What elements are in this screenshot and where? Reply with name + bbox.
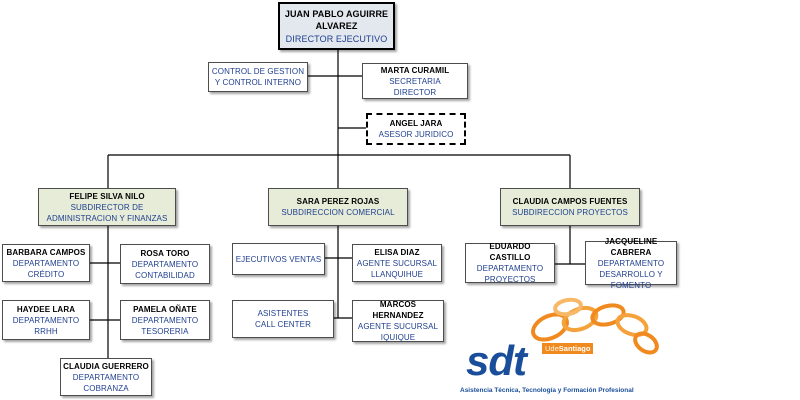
org-node-call-center: ASISTENTES CALL CENTER xyxy=(232,300,334,338)
node-role: DEPARTAMENTO xyxy=(12,258,80,268)
node-role: DIRECTOR EJECUTIVO xyxy=(285,33,388,44)
logo-tag: UdeSantiago xyxy=(542,343,594,354)
node-name: ELISA DIAZ xyxy=(374,247,420,257)
org-node-credito: BARBARA CAMPOS DEPARTAMENTO CRÉDITO xyxy=(2,244,90,282)
org-node-subdirector-admin: FELIPE SILVA NILO SUBDIRECTOR DE ADMINIS… xyxy=(38,188,176,226)
node-role: CONTROL DE GESTION xyxy=(211,67,305,76)
node-role: TESORERIA xyxy=(141,326,189,336)
node-role: SECRETARIA xyxy=(389,76,441,86)
org-node-subdireccion-proyectos: CLAUDIA CAMPOS FUENTES SUBDIRECCION PROY… xyxy=(500,188,640,226)
node-role: DEPARTAMENTO xyxy=(72,372,140,382)
node-name: CLAUDIA GUERRERO xyxy=(63,361,149,371)
node-role: DESARROLLO Y xyxy=(599,269,663,279)
org-node-director: JUAN PABLO AGUIRRE ALVAREZ DIRECTOR EJEC… xyxy=(278,2,395,50)
node-role: RRHH xyxy=(34,326,58,336)
node-name: JACQUELINE CABRERA xyxy=(604,236,658,257)
node-name: CLAUDIA CAMPOS FUENTES xyxy=(512,197,628,206)
org-node-proyectos-dept: EDUARDO CASTILLO DEPARTAMENTO PROYECTOS xyxy=(465,242,555,284)
node-role: DEPARTAMENTO xyxy=(476,264,544,273)
org-node-cobranza: CLAUDIA GUERRERO DEPARTAMENTO COBRANZA xyxy=(60,358,152,396)
node-role: AGENTE SUCURSAL xyxy=(356,258,438,268)
node-role: DEPARTAMENTO xyxy=(597,258,665,268)
logo-caption: Asistencia Técnica, Tecnología y Formaci… xyxy=(460,387,634,394)
node-role: DIRECTOR xyxy=(393,87,437,97)
logo-tag-b: Santiago xyxy=(558,344,591,353)
org-node-iquique: MARCOS HERNANDEZ AGENTE SUCURSAL IQUIQUE xyxy=(352,300,444,342)
node-role: DEPARTAMENTO xyxy=(12,315,80,325)
node-role: SUBDIRECCION COMERCIAL xyxy=(281,208,395,217)
logo-wordmark: sdt xyxy=(466,337,527,384)
org-node-secretaria: MARTA CURAMIL SECRETARIA DIRECTOR xyxy=(362,63,468,99)
node-name: PAMELA OÑATE xyxy=(133,304,197,314)
org-node-llanquihue: ELISA DIAZ AGENTE SUCURSAL LLANQUIHUE xyxy=(352,244,442,282)
node-name: FELIPE SILVA NILO xyxy=(69,191,145,201)
org-node-desarrollo-fomento: JACQUELINE CABRERA DEPARTAMENTO DESARROL… xyxy=(585,237,677,290)
node-role: SUBDIRECTOR DE xyxy=(70,202,144,212)
org-node-control-gestion: CONTROL DE GESTION Y CONTROL INTERNO xyxy=(208,62,308,92)
node-role: DEPARTAMENTO xyxy=(131,259,199,269)
node-name: MARTA CURAMIL xyxy=(380,65,450,75)
node-name: ROSA TORO xyxy=(140,248,190,258)
node-name: EDUARDO CASTILLO xyxy=(489,242,531,262)
logo-tag-a: Ude xyxy=(545,344,559,353)
sdt-logo: sdt UdeSantiago Asistencia Técnica, Tecn… xyxy=(460,295,660,400)
node-name: ANGEL JARA xyxy=(389,119,443,128)
node-name: BARBARA CAMPOS xyxy=(6,247,86,257)
node-name: HAYDEE LARA xyxy=(16,304,76,314)
node-role: CALL CENTER xyxy=(255,320,311,329)
node-role: ADMINISTRACION Y FINANZAS xyxy=(46,213,168,223)
org-node-contabilidad: ROSA TORO DEPARTAMENTO CONTABILIDAD xyxy=(120,244,210,284)
node-role: FOMENTO xyxy=(610,280,652,290)
node-role: COBRANZA xyxy=(83,383,129,393)
node-role: SUBDIRECCION PROYECTOS xyxy=(512,208,628,217)
node-role: LLANQUIHUE xyxy=(370,269,424,279)
org-node-subdireccion-comercial: SARA PEREZ ROJAS SUBDIRECCION COMERCIAL xyxy=(268,188,408,226)
node-role: IQUIQUE xyxy=(380,333,416,342)
org-node-tesoreria: PAMELA OÑATE DEPARTAMENTO TESORERIA xyxy=(120,300,210,340)
node-role: AGENTE SUCURSAL xyxy=(357,322,439,331)
node-role: CONTABILIDAD xyxy=(135,270,195,280)
node-role: CRÉDITO xyxy=(27,269,65,279)
logo-rings-icon xyxy=(531,297,659,355)
org-node-asesor: ANGEL JARA ASESOR JURIDICO xyxy=(366,113,466,145)
node-role: Y CONTROL INTERNO xyxy=(214,78,302,87)
node-role: PROYECTOS xyxy=(484,275,536,284)
node-name: MARCOS HERNANDEZ xyxy=(372,300,424,320)
org-node-ejecutivos-ventas: EJECUTIVOS VENTAS xyxy=(232,243,325,275)
node-role: EJECUTIVOS VENTAS xyxy=(235,254,322,264)
node-name: SARA PEREZ ROJAS xyxy=(296,197,380,206)
node-role: ASESOR JURIDICO xyxy=(378,130,454,139)
node-role: DEPARTAMENTO xyxy=(131,315,199,325)
node-name: JUAN PABLO AGUIRRE ALVAREZ xyxy=(284,8,389,31)
node-role: ASISTENTES xyxy=(257,309,309,318)
org-node-rrhh: HAYDEE LARA DEPARTAMENTO RRHH xyxy=(2,300,90,340)
